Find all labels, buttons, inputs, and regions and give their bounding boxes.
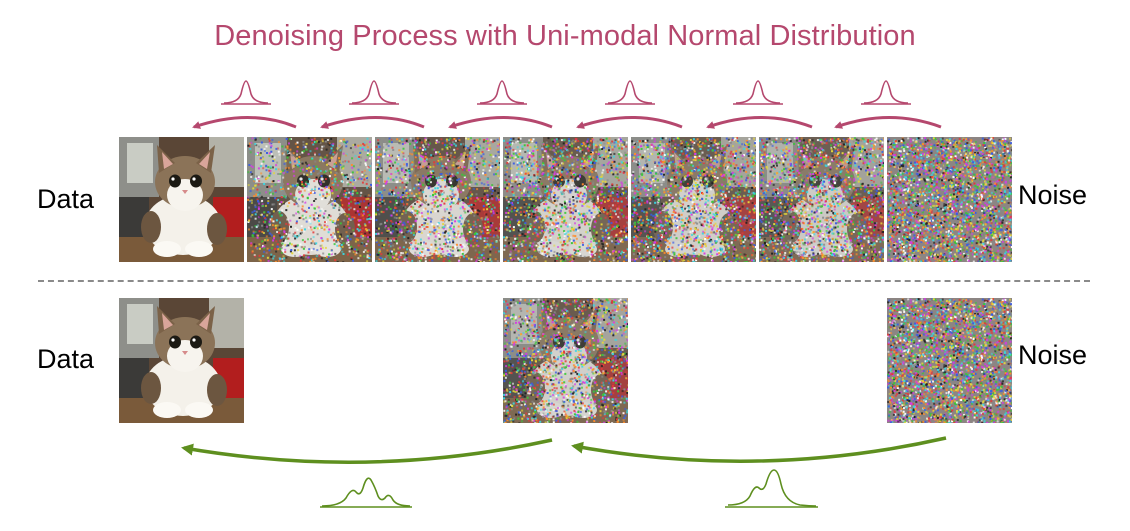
bell-curve-icon xyxy=(477,80,527,105)
multimodal-curve-icon xyxy=(725,469,818,508)
top-step-1-image xyxy=(247,137,372,262)
unimodal-arrow-5 xyxy=(706,116,813,129)
bell-curve-icon xyxy=(861,80,911,105)
top-step-5-image xyxy=(759,137,884,262)
multimodal-curve-icon xyxy=(320,477,412,508)
top-step-3-image xyxy=(503,137,628,262)
top-step-2-image xyxy=(375,137,500,262)
bell-curve-icon xyxy=(733,80,783,105)
bell-curve-icon xyxy=(221,80,271,105)
unimodal-arrow-6 xyxy=(834,116,942,129)
top-step-6-image xyxy=(887,137,1012,262)
bottom-step-1-image xyxy=(503,298,628,423)
top-step-4-image xyxy=(631,137,756,262)
top-data-label: Data xyxy=(37,184,95,214)
bottom-noise-label: Noise xyxy=(1018,340,1088,370)
bell-curve-icon xyxy=(605,80,655,105)
unimodal-arrow-1 xyxy=(192,116,297,129)
multimodal-arrow-1 xyxy=(181,438,553,464)
top-step-0-image xyxy=(119,137,244,262)
multimodal-arrow-2 xyxy=(571,436,947,463)
row-divider xyxy=(38,280,1090,282)
bottom-step-0-image xyxy=(119,298,244,423)
top-noise-label: Noise xyxy=(1018,180,1088,210)
unimodal-arrow-4 xyxy=(576,116,683,129)
unimodal-arrow-2 xyxy=(320,116,425,129)
bottom-step-2-image xyxy=(887,298,1012,423)
diagram-title: Denoising Process with Uni-modal Normal … xyxy=(214,20,916,52)
unimodal-arrow-3 xyxy=(448,116,553,129)
bell-curve-icon xyxy=(349,80,399,105)
bottom-data-label: Data xyxy=(37,344,95,374)
